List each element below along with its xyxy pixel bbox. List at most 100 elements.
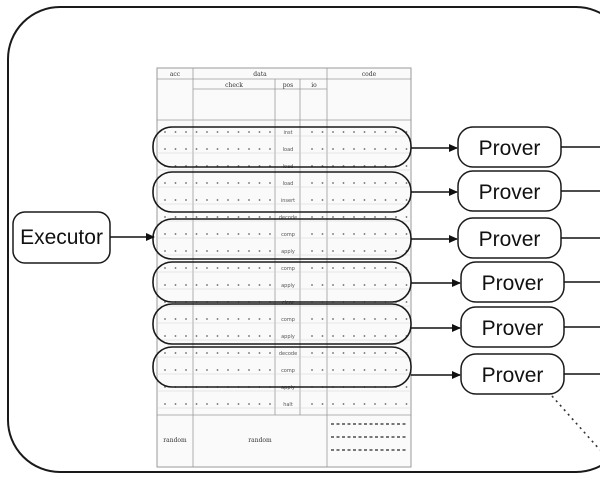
table-cell-mark (311, 148, 313, 150)
table-cell-mark (206, 318, 208, 320)
table-cell-mark (164, 199, 166, 201)
table-cell-mark (216, 284, 219, 286)
random-cell-mark (402, 449, 406, 451)
table-cell-mark (174, 182, 177, 184)
table-cell-mark (332, 199, 334, 201)
table-cell-mark (363, 233, 366, 235)
table-cell-mark (248, 148, 250, 150)
random-cell-mark (386, 423, 389, 425)
trace-table: acc data code check pos io random random… (156, 67, 412, 468)
table-cell-mark (227, 403, 229, 405)
table-cell-mark (269, 250, 271, 252)
table-cell-mark (395, 182, 397, 184)
table-op-label: apply (281, 334, 295, 340)
random-cell-mark (391, 436, 395, 438)
table-cell-mark (216, 403, 219, 405)
table-cell-mark (174, 267, 177, 269)
table-cell-mark (248, 403, 250, 405)
table-cell-mark (269, 267, 271, 269)
executor-label: Executor (20, 226, 103, 249)
table-op-label: apply (281, 385, 295, 391)
prover-node: Prover (460, 353, 565, 395)
table-cell-mark (321, 131, 324, 133)
table-cell-mark (258, 216, 261, 218)
table-cell-mark (405, 403, 408, 405)
table-op-label: inst (283, 130, 292, 136)
table-cell-mark (405, 318, 408, 320)
table-cell-mark (227, 335, 229, 337)
table-op-label: apply (281, 283, 295, 289)
table-cell-mark (405, 301, 408, 303)
table-cell-mark (216, 335, 219, 337)
table-cell-mark (227, 233, 229, 235)
table-cell-mark (206, 233, 208, 235)
table-cell-mark (185, 352, 187, 354)
table-cell-mark (269, 335, 271, 337)
table-cell-mark (332, 250, 334, 252)
table-cell-mark (321, 284, 324, 286)
table-cell-mark (311, 216, 313, 218)
table-cell-mark (269, 352, 271, 354)
random-cell-mark (347, 423, 351, 425)
table-cell-mark (395, 233, 397, 235)
table-cell-mark (206, 148, 208, 150)
row-group-band (152, 261, 412, 303)
table-cell-mark (342, 199, 345, 201)
table-cell-mark (342, 369, 345, 371)
table-cell-mark (353, 250, 355, 252)
table-cell-mark (321, 369, 324, 371)
table-cell-mark (384, 267, 387, 269)
table-cell-mark (395, 250, 397, 252)
table-cell-mark (237, 199, 240, 201)
table-cell-mark (195, 131, 198, 133)
table-cell-mark (237, 148, 240, 150)
table-cell-mark (216, 199, 219, 201)
executor-node: Executor (12, 211, 111, 264)
table-cell-mark (374, 216, 376, 218)
table-cell-mark (237, 267, 240, 269)
prover-node: Prover (460, 261, 565, 303)
header-code: code (362, 71, 377, 78)
table-cell-mark (321, 335, 324, 337)
table-cell-mark (195, 318, 198, 320)
table-cell-mark (405, 386, 408, 388)
table-cell-mark (395, 403, 397, 405)
table-cell-mark (353, 131, 355, 133)
table-cell-mark (164, 284, 166, 286)
table-cell-mark (164, 250, 166, 252)
table-cell-mark (248, 318, 250, 320)
random-cell-mark (380, 436, 384, 438)
table-cell-mark (363, 284, 366, 286)
table-cell-mark (311, 267, 313, 269)
table-cell-mark (384, 335, 387, 337)
table-cell-mark (227, 250, 229, 252)
random-cell-mark (336, 423, 340, 425)
random-label-left: random (163, 437, 187, 444)
random-cell-mark (386, 436, 389, 438)
table-cell-mark (363, 199, 366, 201)
table-cell-mark (195, 369, 198, 371)
table-cell-mark (395, 369, 397, 371)
table-op-label: comp (281, 266, 295, 272)
table-cell-mark (395, 284, 397, 286)
table-op-label: comp (281, 317, 295, 323)
table-cell-mark (216, 369, 219, 371)
table-op-label: decode (279, 215, 297, 221)
header-data: data (253, 71, 267, 78)
table-cell-mark (384, 199, 387, 201)
table-cell-mark (363, 250, 366, 252)
table-cell-mark (258, 318, 261, 320)
table-cell-mark (321, 250, 324, 252)
table-cell-mark (332, 182, 334, 184)
prover-node: Prover (457, 126, 562, 168)
table-cell-mark (164, 335, 166, 337)
table-cell-mark (332, 267, 334, 269)
table-cell-mark (384, 182, 387, 184)
random-cell-mark (336, 436, 340, 438)
table-cell-mark (248, 182, 250, 184)
table-cell-mark (248, 233, 250, 235)
table-cell-mark (405, 199, 408, 201)
table-cell-mark (185, 250, 187, 252)
table-cell-mark (353, 335, 355, 337)
table-cell-mark (363, 131, 366, 133)
